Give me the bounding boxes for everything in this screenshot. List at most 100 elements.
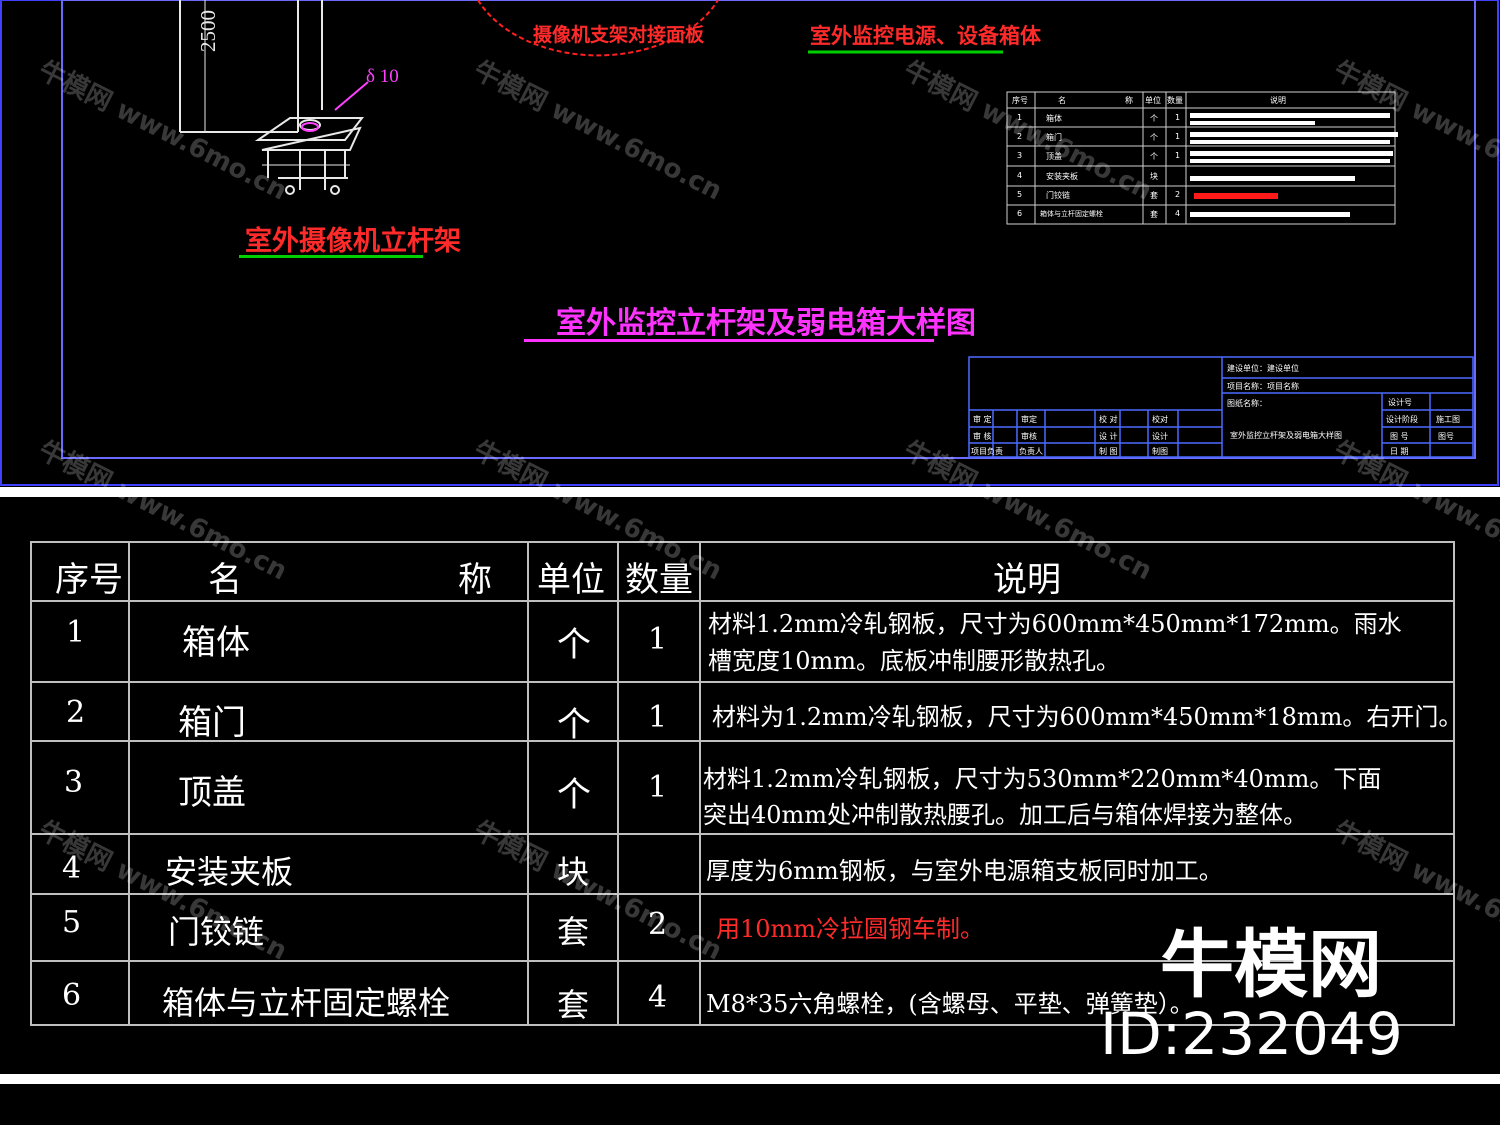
row-desc-line: 材料1.2mm冷轧钢板，尺寸为530mm*220mm*40mm。下面 <box>703 765 1382 793</box>
main-drawing-title: 室外监控立杆架及弱电箱大样图 <box>556 306 976 341</box>
row-desc-line: M8*35六角螺栓，(含螺母、平垫、弹簧垫）。 <box>706 990 1194 1018</box>
mini-row-no: 1 <box>1017 113 1023 122</box>
row-unit: 个 <box>557 775 591 815</box>
header-no: 序号 <box>55 560 123 600</box>
mini-row-name: 箱门 <box>1046 133 1062 142</box>
title-block-project-line: 建设单位：建设单位 <box>1227 364 1299 373</box>
row-unit: 套 <box>557 913 590 951</box>
title-block-cell: 设计号 <box>1388 398 1412 407</box>
title-block-project-line: 项目名称：项目名称 <box>1227 382 1299 391</box>
row-desc-line: 突出40mm处冲制散热腰孔。加工后与箱体焊接为整体。 <box>703 801 1308 829</box>
mini-parts-table <box>1006 91 1396 225</box>
mini-row-qty: 1 <box>1175 113 1181 122</box>
row-name: 安装夹板 <box>165 853 294 891</box>
row-no: 2 <box>66 695 86 730</box>
dimension-label: 2500 <box>196 10 220 52</box>
title-block-cell: 项目负责 <box>971 447 1003 456</box>
row-qty: 2 <box>648 907 668 942</box>
title-block-cell: 校 对 <box>1099 415 1118 424</box>
header-name-right: 称 <box>458 560 492 600</box>
cad-drawing-panel: 2500 δ 10 摄像机支架对接面板 室外监控电源、设备箱体 室外摄像机立杆架… <box>0 0 1500 487</box>
title-block-cell: 设 计 <box>1099 432 1118 441</box>
header-qty: 数量 <box>625 560 693 600</box>
row-name: 箱体与立杆固定螺栓 <box>162 984 451 1022</box>
row-qty: 1 <box>648 622 668 657</box>
pole-label-underline <box>239 255 423 258</box>
row-name: 箱门 <box>178 703 246 743</box>
title-block-cell: 设计 <box>1152 432 1168 441</box>
title-block-cell: 审 定 <box>973 415 992 424</box>
cabinet-label: 室外监控电源、设备箱体 <box>810 23 1041 48</box>
row-no: 5 <box>62 905 82 940</box>
brand-id-text: ID:232049 <box>1100 1000 1403 1068</box>
mini-table-header-name: 名 <box>1058 96 1066 105</box>
mini-row-unit: 套 <box>1150 191 1158 200</box>
section-divider <box>0 487 1500 497</box>
row-no: 1 <box>66 615 86 650</box>
mini-row-no: 6 <box>1017 209 1023 218</box>
header-desc: 说明 <box>993 560 1061 600</box>
row-desc-line: 槽宽度10mm。底板冲制腰形散热孔。 <box>708 647 1121 675</box>
row-name: 顶盖 <box>178 773 246 813</box>
mini-row-no: 3 <box>1017 151 1023 160</box>
mini-table-header-no: 序号 <box>1012 96 1028 105</box>
bottom-divider <box>0 1074 1500 1084</box>
row-unit: 个 <box>557 705 591 745</box>
row-name: 门铰链 <box>168 913 265 951</box>
mini-row-name: 安装夹板 <box>1046 172 1078 181</box>
cad-drawing-linework <box>0 0 1499 486</box>
mini-row-qty: 4 <box>1175 209 1181 218</box>
mini-row-qty: 1 <box>1175 132 1181 141</box>
title-block-cell: 审 核 <box>973 432 992 441</box>
title-block-cell: 图号 <box>1438 432 1454 441</box>
mini-row-no: 5 <box>1017 190 1023 199</box>
camera-plate-label: 摄像机支架对接面板 <box>533 24 705 46</box>
brand-logo-text: 牛模网 <box>1160 922 1382 1008</box>
header-name-left: 名 <box>208 560 242 600</box>
mini-table-header-qty: 数量 <box>1167 96 1183 105</box>
mini-row-name: 箱体与立杆固定螺栓 <box>1040 210 1103 218</box>
mini-row-no: 2 <box>1017 132 1023 141</box>
mini-table-header-desc: 说明 <box>1270 96 1286 105</box>
title-block-drawing-name: 室外监控立杆架及弱电箱大样图 <box>1230 431 1342 440</box>
row-desc-line: 用10mm冷拉圆钢车制。 <box>716 915 985 943</box>
row-qty: 1 <box>648 700 668 735</box>
title-block-cell: 设计阶段 <box>1386 415 1418 424</box>
title-block-cell: 图 号 <box>1390 432 1409 441</box>
parts-table-grid <box>30 541 1455 1026</box>
title-block-cell: 施工图 <box>1436 415 1460 424</box>
title-block-cell: 日 期 <box>1390 447 1409 456</box>
title-block-cell: 校对 <box>1152 415 1168 424</box>
row-name: 箱体 <box>182 623 250 663</box>
title-block-cell: 审定 <box>1021 415 1037 424</box>
mini-row-name: 顶盖 <box>1046 152 1062 161</box>
row-desc-line: 厚度为6mm钢板，与室外电源箱支板同时加工。 <box>706 857 1223 885</box>
mini-row-no: 4 <box>1017 171 1023 180</box>
title-block-cell: 负责人 <box>1019 447 1043 456</box>
mini-row-unit: 套 <box>1150 210 1158 219</box>
parts-table: 序号 名 称 单位 数量 说明 1 箱体 个 1 材料1.2mm冷轧钢板，尺寸为… <box>0 497 1500 1074</box>
title-block-project-line: 图纸名称： <box>1227 399 1267 408</box>
pole-frame-sketch <box>179 0 365 195</box>
title-block-cell: 制图 <box>1152 447 1168 456</box>
mini-table-header-unit: 单位 <box>1145 96 1161 105</box>
title-block-cell: 制 图 <box>1099 447 1118 456</box>
thickness-label: δ 10 <box>366 66 399 87</box>
row-desc-line: 材料为1.2mm冷轧钢板，尺寸为600mm*450mm*18mm。右开门。 <box>712 703 1463 731</box>
row-qty: 4 <box>648 980 668 1015</box>
pole-label: 室外摄像机立杆架 <box>245 226 461 257</box>
row-no: 3 <box>64 765 84 800</box>
mini-row-unit: 个 <box>1150 114 1158 123</box>
row-qty: 1 <box>648 770 668 805</box>
row-no: 6 <box>62 978 82 1013</box>
main-title-underline <box>524 339 934 342</box>
row-desc-line: 材料1.2mm冷轧钢板，尺寸为600mm*450mm*172mm。雨水 <box>708 610 1402 638</box>
row-no: 4 <box>62 851 82 886</box>
row-unit: 个 <box>557 625 591 665</box>
header-unit: 单位 <box>537 560 605 600</box>
row-unit: 块 <box>557 853 590 891</box>
row-unit: 套 <box>557 986 590 1024</box>
title-block-cell: 审核 <box>1021 432 1037 441</box>
mini-row-qty: 1 <box>1175 151 1181 160</box>
mini-table-header-name2: 称 <box>1125 96 1133 105</box>
